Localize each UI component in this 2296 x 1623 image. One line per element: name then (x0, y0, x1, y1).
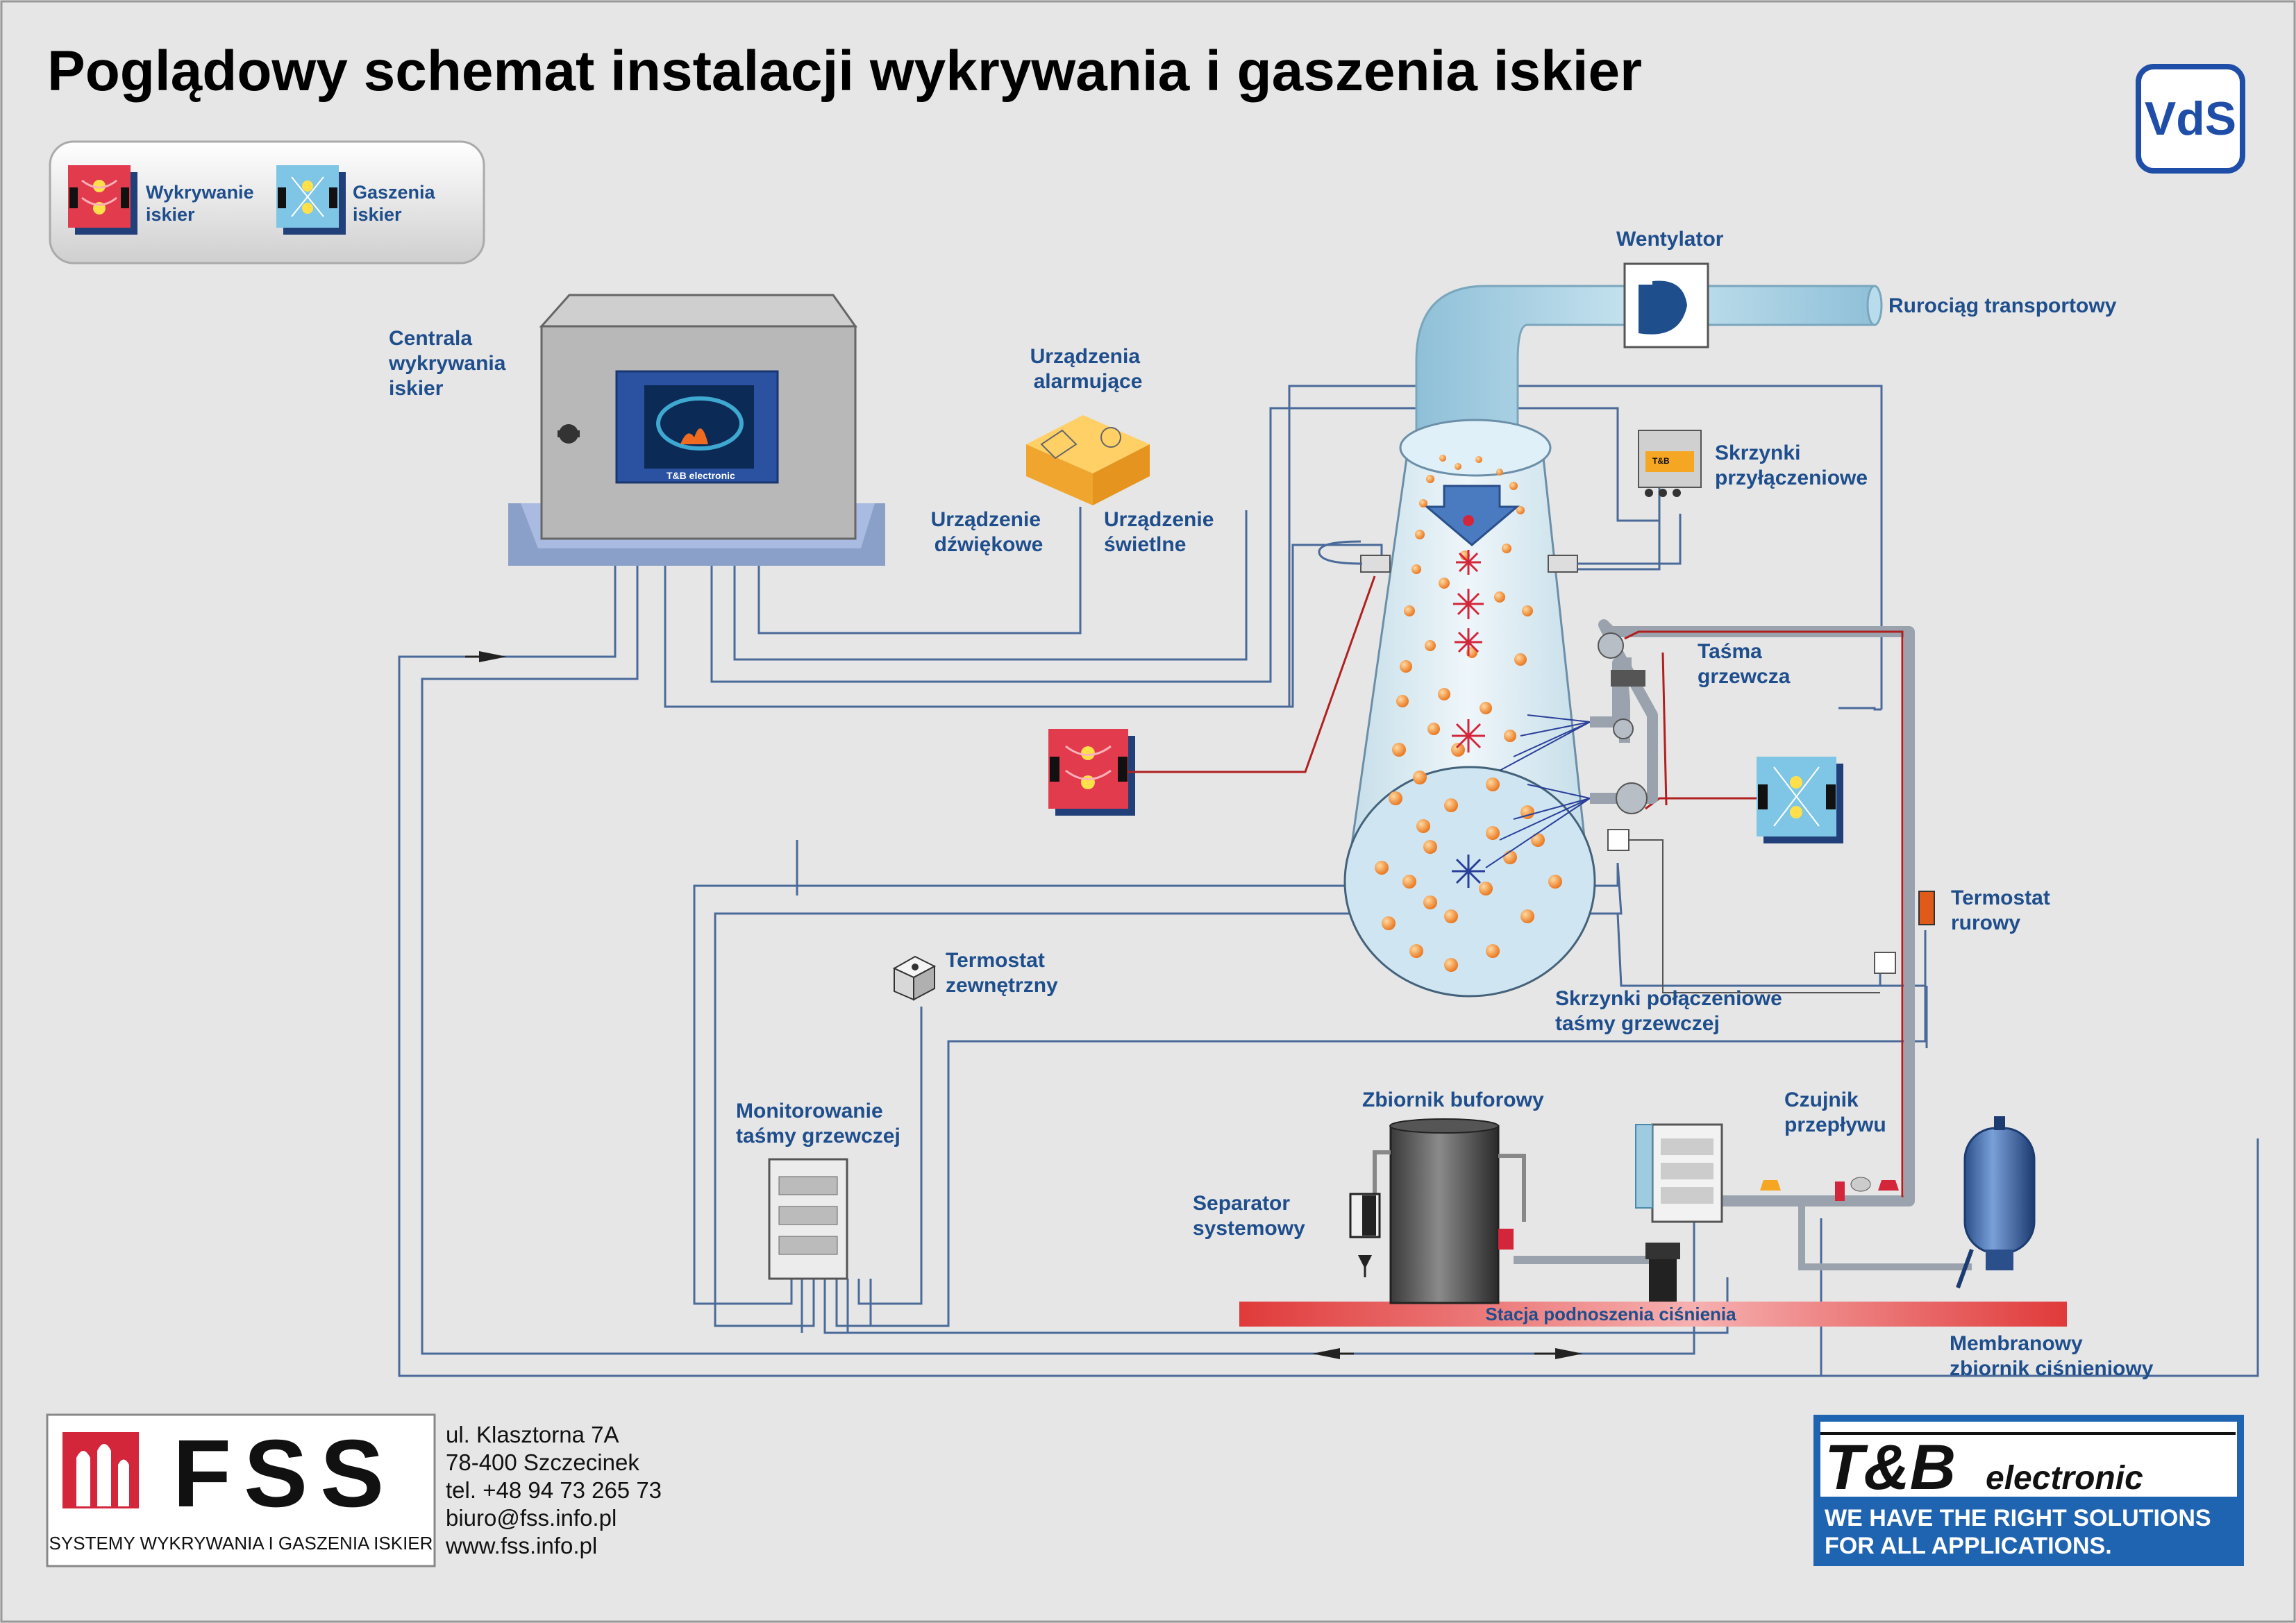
label-outdoor-thermostat: Termostat zewnętrzny (946, 949, 1058, 997)
flow-arrow (1423, 485, 1520, 546)
page-title: Poglądowy schemat instalacji wykrywania … (47, 40, 1642, 103)
tb-logo-sub: electronic (1986, 1460, 2143, 1497)
vds-badge: VdS (2136, 64, 2245, 174)
duct-detector-left (1318, 540, 1391, 573)
system-separator (1349, 1193, 1381, 1277)
fss-flame-mark (62, 1432, 139, 1508)
wire-arrows (465, 651, 1583, 1359)
extinguisher-legend-icon (276, 165, 346, 235)
label-buffer-tank: Zbiornik buforowy (1362, 1088, 1544, 1111)
fss-logo: FSS SYSTEMY WYKRYWANIA I GASZENIA ISKIER (46, 1413, 436, 1567)
legend-detection: Wykrywanie iskier (146, 182, 259, 225)
fss-logo-text: FSS (173, 1420, 396, 1527)
pump-control-cabinet (1635, 1123, 1723, 1302)
label-heating-tape: Taśma grzewcza (1698, 640, 1791, 688)
fan (1623, 262, 1709, 348)
fss-address: ul. Klasztorna 7A 78-400 Szczecinek tel.… (445, 1422, 668, 1558)
extinguisher-unit (1645, 757, 1843, 843)
label-pipe-thermostat: Termostat rurowy (1951, 886, 2056, 934)
box-brand: T&B (1652, 456, 1670, 466)
spark-bursts (1452, 515, 1591, 888)
label-fan: Wentylator (1616, 228, 1724, 251)
detector-legend-icon (68, 165, 137, 235)
legend: Wykrywanie iskier Gaszenia iskier (49, 140, 485, 264)
central-unit: T&B electronic (508, 294, 885, 566)
label-light-device: Urządzenie świetlne (1104, 508, 1220, 556)
tb-logo-text: T&B (1825, 1432, 1956, 1503)
control-wiring (398, 385, 2259, 1377)
label-tape-monitoring: Monitorowanie taśmy grzewczej (736, 1100, 900, 1147)
vds-text: VdS (2145, 92, 2236, 145)
fss-tagline: SYSTEMY WYKRYWANIA I GASZENIA ISKIER (49, 1533, 433, 1554)
label-pipeline: Rurociąg transportowy (1888, 294, 2117, 317)
transport-duct (1343, 285, 1883, 998)
pressure-station: Stacja podnoszenia ciśnienia (1239, 1302, 2067, 1327)
pressure-station-label: Stacja podnoszenia ciśnienia (1485, 1304, 1736, 1325)
label-membrane-tank: Membranowy zbiornik ciśnieniowy (1950, 1332, 2154, 1380)
membrane-tank (1956, 1116, 2036, 1289)
tb-logo: T&B electronic WE HAVE THE RIGHT SOLUTIO… (1813, 1415, 2244, 1566)
detector-unit (1048, 575, 1376, 816)
buffer-tank (1373, 1118, 1659, 1304)
outdoor-thermostat (892, 955, 937, 1001)
label-alarm-devices: Urządzenia alarmujące (1030, 345, 1146, 393)
junction-leader (1629, 839, 1880, 993)
sparks (1375, 455, 1562, 972)
flow-sensor-assembly (1729, 1177, 1972, 1270)
label-sound-device: Urządzenie dźwiękowe (931, 508, 1047, 556)
tape-monitoring-cabinet (768, 1158, 848, 1280)
legend-extinguishing: Gaszenia iskier (353, 182, 440, 225)
label-central: Centrala wykrywania iskier (388, 327, 512, 400)
label-flow-sensor: Czujnik przepływu (1784, 1088, 1886, 1136)
label-separator: Separator systemowy (1193, 1192, 1305, 1240)
label-connection-boxes: Skrzynki przyłączeniowe (1715, 442, 1868, 489)
connection-box: T&B (1638, 430, 1702, 497)
heating-tape-line (1624, 630, 1904, 1197)
pipe-thermostat (1918, 891, 1935, 925)
tape-junction-box-2 (1874, 952, 1896, 974)
duct-detector-right (1548, 514, 1682, 573)
label-tape-junction-boxes: Skrzynki połączeniowe taśmy grzewczej (1555, 987, 1788, 1035)
alarm-devices (1026, 415, 1150, 505)
pipe-fittings (1598, 632, 1648, 814)
screen-brand: T&B electronic (667, 470, 735, 481)
tb-slogan: WE HAVE THE RIGHT SOLUTIONS FOR ALL APPL… (1825, 1505, 2218, 1559)
tape-junction-box-1 (1607, 829, 1629, 851)
